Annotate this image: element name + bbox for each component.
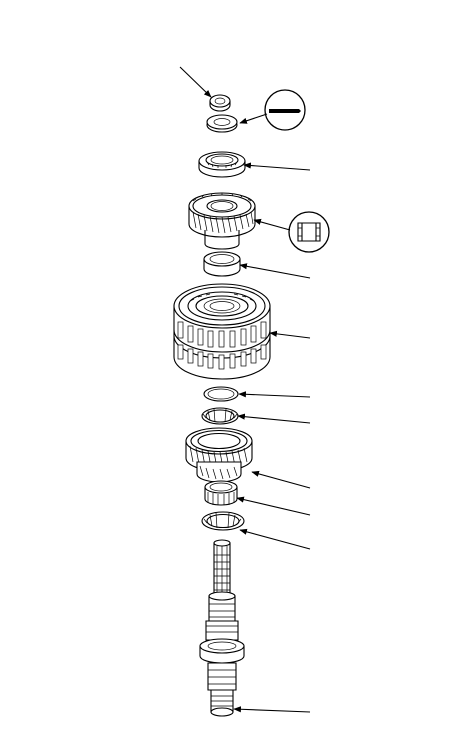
callout-leader-8	[237, 413, 311, 424]
thrust-washer-lower	[201, 511, 245, 531]
callout-leader-9	[251, 470, 311, 489]
thrust-washer-top	[206, 114, 238, 133]
tapered-bearing-top	[198, 151, 246, 178]
retaining-nut	[209, 94, 231, 112]
output-shaft	[199, 539, 245, 691]
snap-ring-upper	[203, 386, 239, 402]
seal-lip-direction-icon	[264, 89, 306, 131]
bushing-orientation-icon	[288, 211, 330, 253]
callout-leader-5	[239, 263, 311, 279]
thrust-washer-middle	[201, 407, 239, 425]
synchronizer-clutch-hub	[173, 283, 271, 380]
callout-leader-10	[236, 496, 311, 516]
callout-leader-12	[233, 706, 311, 713]
callout-leader-7	[238, 391, 311, 398]
callout-leader-11	[239, 528, 311, 550]
collar-bushing	[203, 251, 241, 277]
callout-leader-4	[253, 218, 291, 231]
drive-gear	[188, 192, 256, 250]
callout-leader-2	[239, 113, 268, 124]
callout-leaders	[179, 66, 311, 713]
callout-leader-6	[269, 330, 311, 339]
callout-leader-1	[179, 66, 212, 98]
shaft-pilot-bearing	[210, 689, 234, 717]
helical-gear-lower	[185, 427, 253, 483]
needle-bearing	[204, 480, 238, 506]
callout-leader-3	[243, 162, 311, 171]
